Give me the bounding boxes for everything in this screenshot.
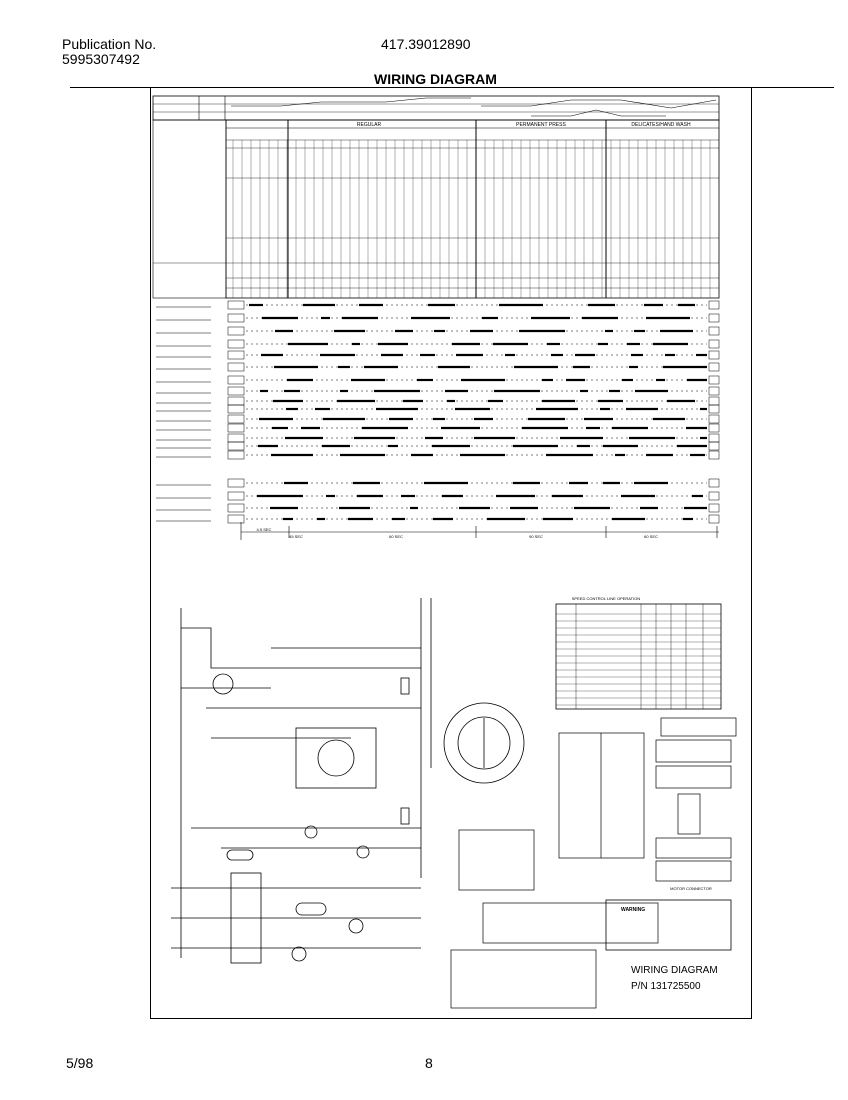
row-terminal: [708, 404, 720, 414]
row-terminal: [227, 362, 245, 372]
speed-table-title: SPEED CONTROL LINE OPERATION: [572, 596, 641, 601]
row-terminal: [708, 386, 720, 396]
time-mark-4: 90 SEC: [529, 534, 543, 539]
row-terminal: [227, 386, 245, 396]
timing-rows: [156, 300, 720, 524]
section-permanent-press: PERMANENT PRESS: [516, 122, 566, 128]
row-terminal: [708, 414, 720, 424]
row-terminal: [227, 503, 245, 513]
row-terminal: [708, 326, 720, 336]
footer-date: 5/98: [66, 1055, 94, 1071]
row-terminal: [708, 478, 720, 488]
chart-column-lines: [232, 140, 711, 298]
warning-heading: WARNING: [621, 907, 645, 913]
row-terminal: [708, 433, 720, 443]
row-terminal: [708, 313, 720, 323]
row-terminal: [227, 326, 245, 336]
row-terminal: [227, 313, 245, 323]
section-delicates: DELICATES/HAND WASH: [631, 122, 691, 128]
motor-connector-diagram: MOTOR CONNECTOR: [655, 717, 737, 891]
wiring-diagram-label: WIRING DIAGRAM: [631, 965, 718, 976]
row-terminal: [708, 396, 720, 406]
row-terminal: [227, 478, 245, 488]
publication-number: 5995307492: [62, 51, 140, 67]
row-terminal: [708, 423, 720, 433]
row-terminal: [708, 503, 720, 513]
row-terminal: [227, 300, 245, 310]
row-terminal: [227, 450, 245, 460]
row-terminal: [708, 491, 720, 501]
wiring-diagram-sheet: REGULAR PERMANENT PRESS DELICATES/HAND W…: [152, 95, 737, 1009]
row-terminal: [708, 375, 720, 385]
wiring-diagram-frame: REGULAR PERMANENT PRESS DELICATES/HAND W…: [150, 87, 752, 1019]
speed-control-table: SPEED CONTROL LINE OPERATION: [555, 596, 722, 710]
row-terminal: [708, 450, 720, 460]
row-terminal: [227, 375, 245, 385]
section-regular: REGULAR: [357, 122, 382, 128]
water-level-dial: [443, 702, 525, 784]
row-terminal: [227, 414, 245, 424]
row-terminal: [227, 350, 245, 360]
page-number: 8: [425, 1055, 433, 1071]
part-number: P/N 131725500: [631, 981, 701, 992]
model-number: 417.39012890: [381, 36, 471, 52]
time-mark-2: 45 SEC: [289, 534, 303, 539]
publication-label: Publication No.: [62, 36, 157, 52]
row-terminal: [708, 300, 720, 310]
row-terminal: [227, 404, 245, 414]
page-title: WIRING DIAGRAM: [374, 71, 497, 87]
speed-table-grid: [556, 604, 721, 709]
time-mark-1: 4.5 SEC: [257, 527, 272, 532]
row-terminal: [227, 423, 245, 433]
row-terminal: [708, 339, 720, 349]
warning-block: WARNING: [605, 899, 732, 951]
row-terminal: [708, 514, 720, 524]
row-terminal: [708, 350, 720, 360]
row-terminal: [227, 514, 245, 524]
row-terminal: [227, 339, 245, 349]
row-terminal: [227, 491, 245, 501]
row-terminal: [227, 433, 245, 443]
timing-chart: REGULAR PERMANENT PRESS DELICATES/HAND W…: [152, 95, 720, 540]
motor-connector-label: MOTOR CONNECTOR: [670, 886, 712, 891]
row-terminal: [227, 396, 245, 406]
row-terminal: [708, 362, 720, 372]
row-terminal: [708, 441, 720, 451]
time-mark-5: 60 SEC: [644, 534, 658, 539]
connector-terminal-table: [558, 732, 645, 859]
legend-tables: [450, 829, 659, 1009]
wiring-schematic: [171, 598, 432, 964]
time-mark-3: 60 SEC: [389, 534, 403, 539]
row-terminal: [227, 441, 245, 451]
